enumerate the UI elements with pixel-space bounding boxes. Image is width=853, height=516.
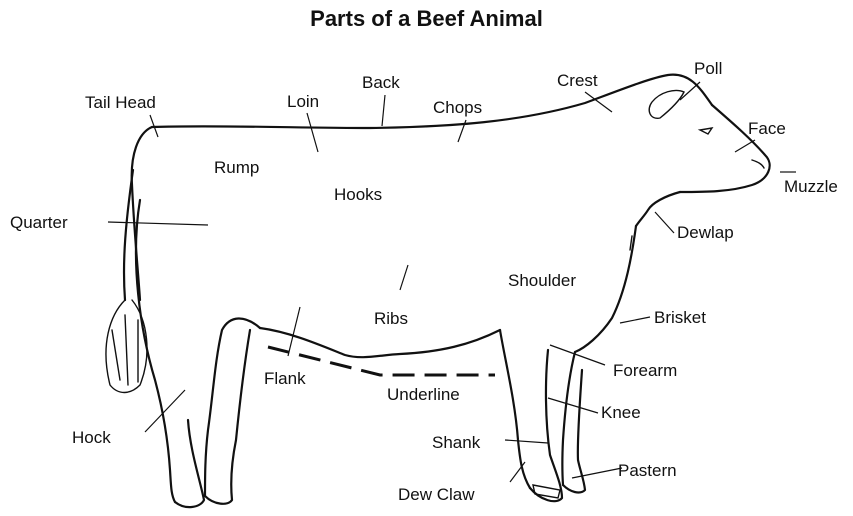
label-loin: Loin xyxy=(287,92,319,111)
label-hooks: Hooks xyxy=(334,185,382,204)
label-ribs: Ribs xyxy=(374,309,408,328)
leader-flank xyxy=(288,307,300,356)
label-flank: Flank xyxy=(264,369,306,388)
label-pastern: Pastern xyxy=(618,461,677,480)
label-back: Back xyxy=(362,73,400,92)
label-rump: Rump xyxy=(214,158,259,177)
leader-brisket xyxy=(620,317,650,323)
label-hock: Hock xyxy=(72,428,111,447)
label-chops: Chops xyxy=(433,98,482,117)
label-brisket: Brisket xyxy=(654,308,706,327)
label-dewlap: Dewlap xyxy=(677,223,734,242)
label-underline: Underline xyxy=(387,385,460,404)
leader-face xyxy=(735,140,755,152)
leader-dewlap xyxy=(655,212,674,233)
label-forearm: Forearm xyxy=(613,361,677,380)
label-muzzle: Muzzle xyxy=(784,177,838,196)
label-shoulder: Shoulder xyxy=(508,271,576,290)
leader-shank xyxy=(505,440,548,443)
label-shank: Shank xyxy=(432,433,481,452)
label-quarter: Quarter xyxy=(10,213,68,232)
leader-knee xyxy=(548,398,598,413)
leader-lines xyxy=(108,82,796,482)
leader-quarter xyxy=(108,222,208,225)
label-knee: Knee xyxy=(601,403,641,422)
leader-ribs xyxy=(400,265,408,290)
label-dew-claw: Dew Claw xyxy=(398,485,475,504)
leader-back xyxy=(382,95,385,126)
label-face: Face xyxy=(748,119,786,138)
label-crest: Crest xyxy=(557,71,598,90)
leader-loin xyxy=(307,113,318,152)
leader-forearm xyxy=(550,345,605,365)
label-tail-head: Tail Head xyxy=(85,93,156,112)
label-poll: Poll xyxy=(694,59,722,78)
